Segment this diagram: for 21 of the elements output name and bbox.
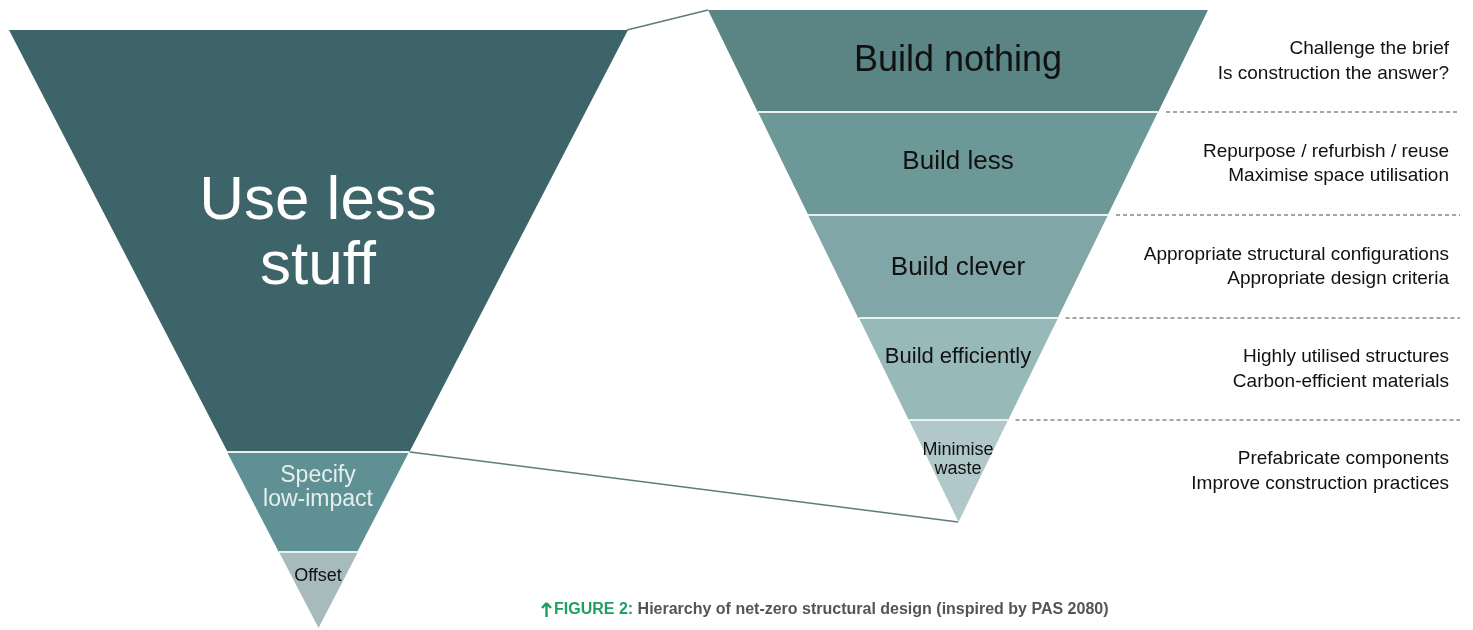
- description-text: Improve construction practices: [1191, 470, 1449, 495]
- band-label: Specify low-impact: [263, 462, 373, 511]
- description-text: Appropriate structural configurations: [1143, 241, 1449, 266]
- band-label: Offset: [294, 566, 342, 585]
- band-label: Use less stuff: [198, 165, 438, 296]
- figure-caption: FIGURE 2: Hierarchy of net-zero structural design (inspired by PAS 2080): [554, 600, 1109, 618]
- band-label: Build clever: [890, 253, 1026, 281]
- description-text: Is construction the answer?: [1217, 60, 1449, 85]
- description-text: Appropriate design criteria: [1226, 266, 1449, 291]
- description-text: Carbon-efficient materials: [1232, 368, 1449, 393]
- description-text: Prefabricate components: [1236, 446, 1449, 470]
- connector-line: [626, 9, 709, 31]
- description-text: Maximise space utilisation: [1227, 163, 1449, 188]
- band-label: Build less: [902, 147, 1014, 175]
- connector-line: [409, 451, 959, 523]
- band-label: Build nothing: [853, 40, 1063, 78]
- description-text: Challenge the brief: [1288, 36, 1449, 60]
- description-text: Highly utilised structures: [1242, 344, 1449, 368]
- description-text: Repurpose / refurbish / reuse: [1202, 138, 1449, 163]
- band-label: Build efficiently: [884, 344, 1032, 368]
- band-label: Minimise waste: [921, 440, 995, 478]
